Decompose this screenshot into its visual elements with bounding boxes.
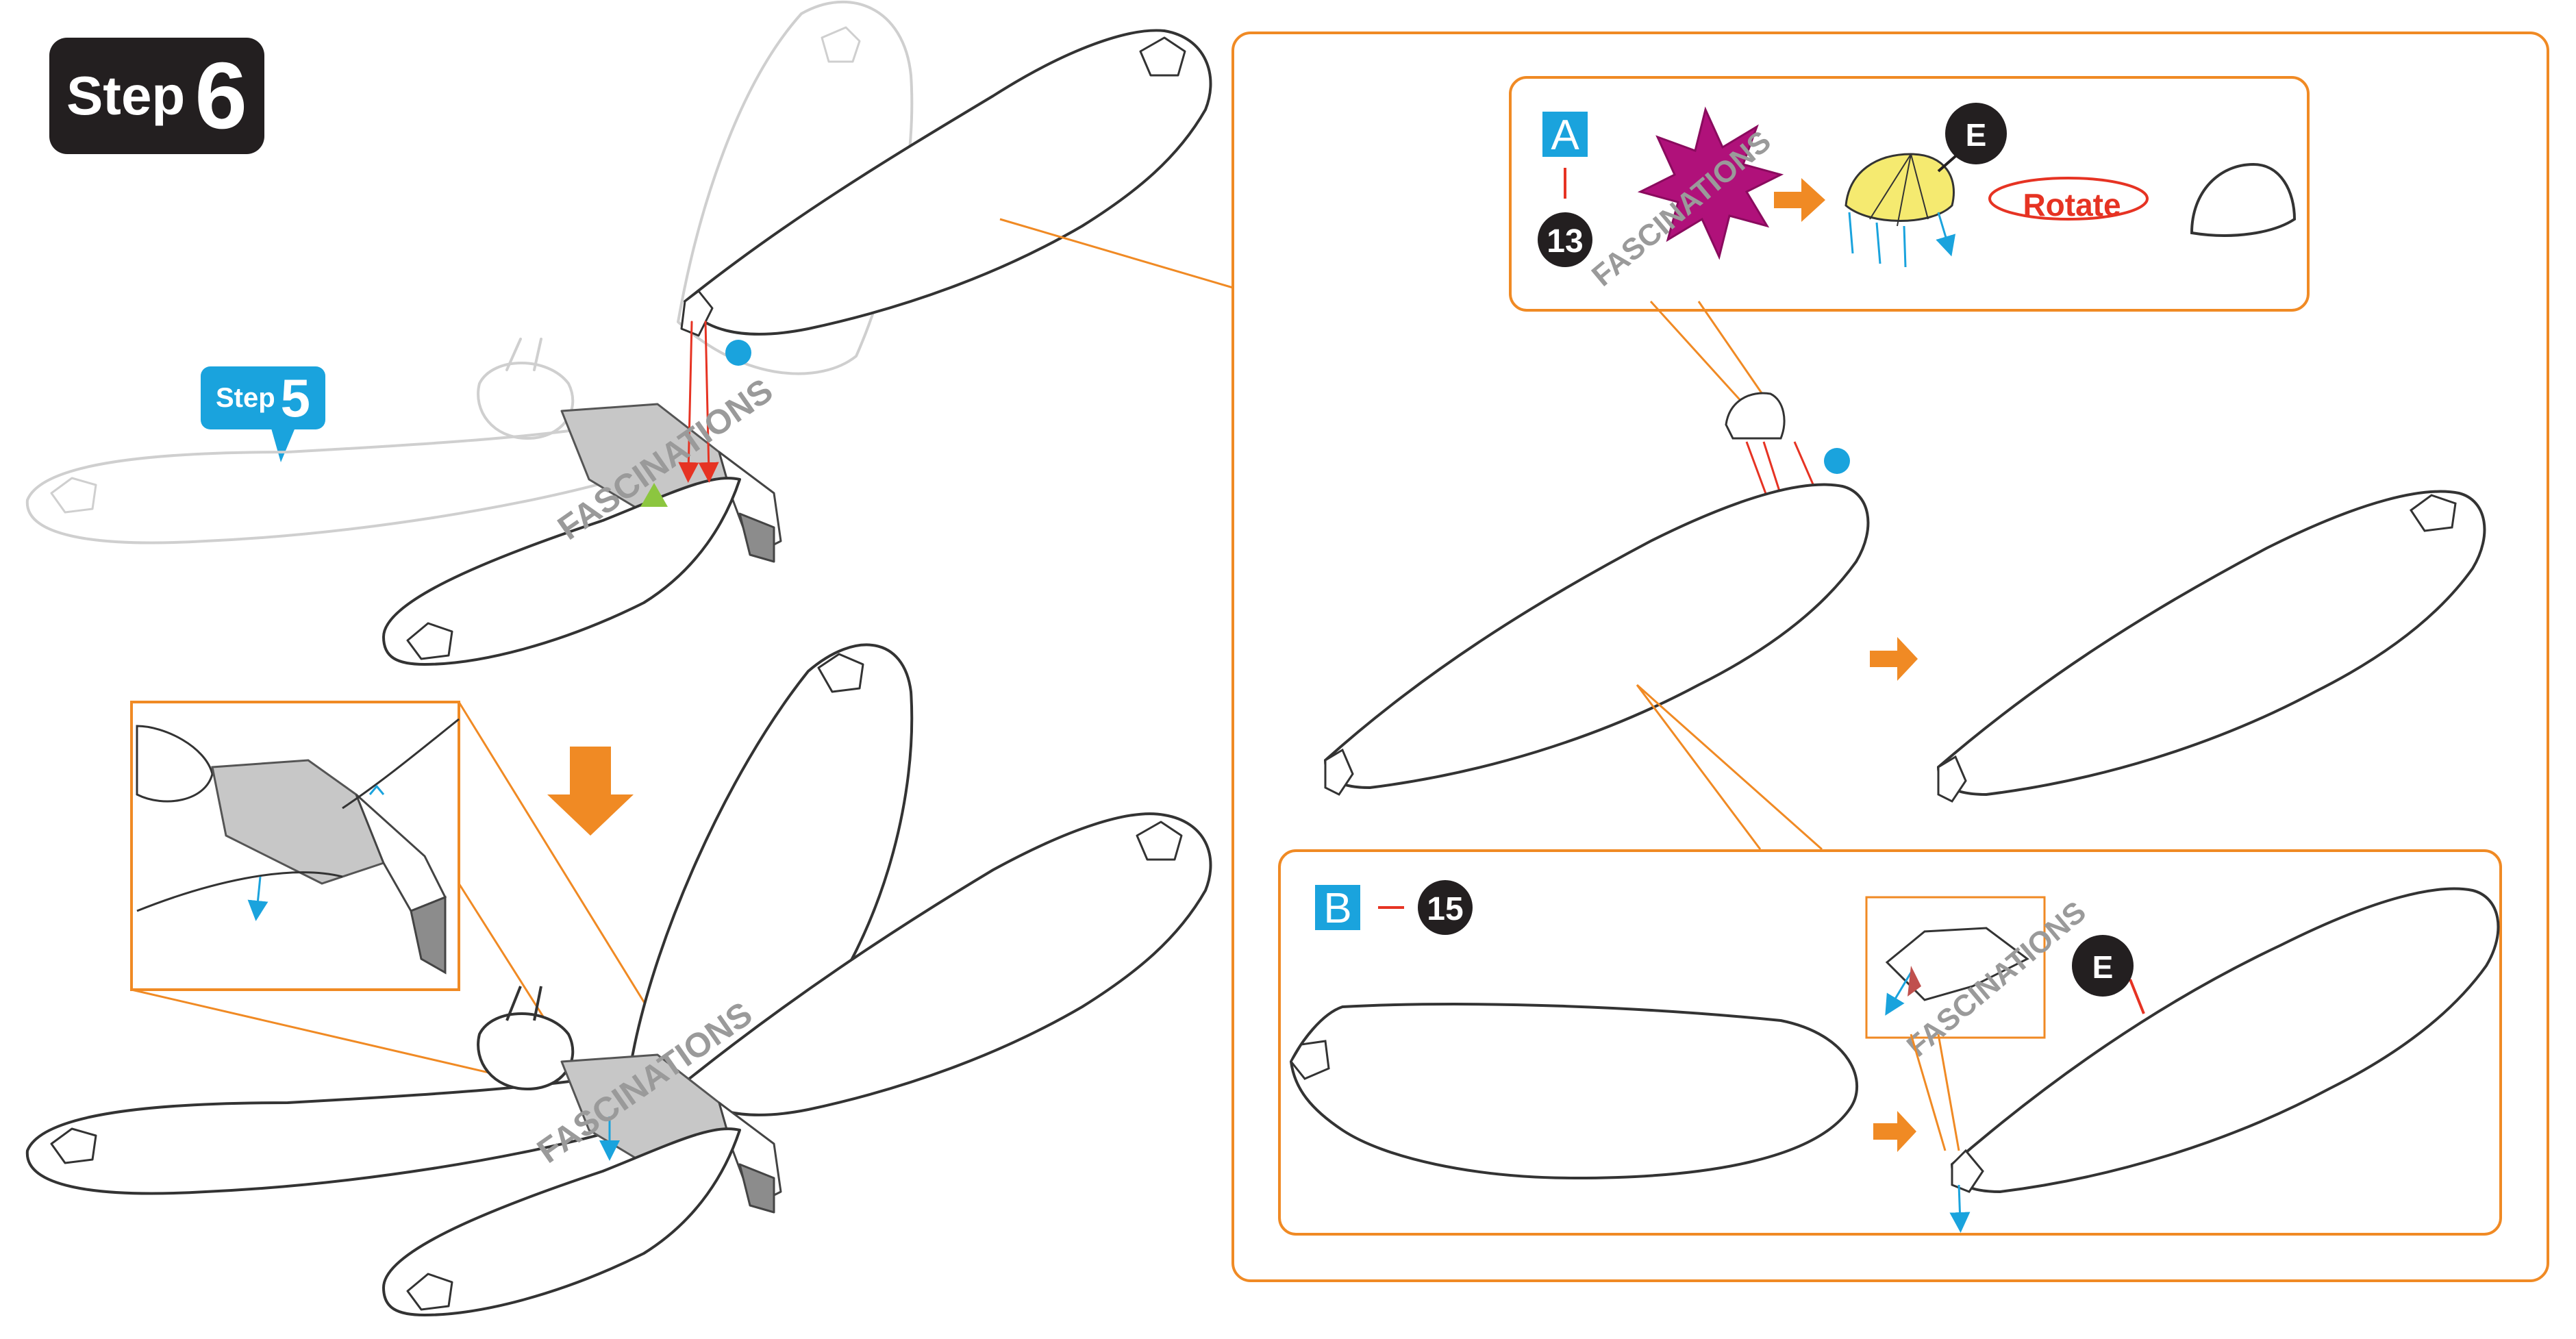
dome-part (1845, 153, 1955, 222)
right-forewing-after (684, 812, 1212, 1116)
faded-head (477, 362, 575, 440)
inset-fold-arrow (1885, 972, 1912, 1016)
dome-fold-arrows (1848, 212, 1949, 268)
step-number: 6 (195, 43, 248, 149)
next-step-arrow (547, 747, 634, 836)
assembled-wing-tab (1951, 1149, 1984, 1193)
lower-hindwing (382, 477, 741, 666)
panel-b-part-circle (1418, 880, 1473, 935)
tail-flap-after (738, 1163, 775, 1214)
assembled-wing-arrow (1949, 1184, 1971, 1233)
wing-tab-right (1937, 755, 1967, 803)
insert-arrow (698, 321, 719, 483)
panel-a-letter-box (1542, 112, 1588, 157)
head (477, 1012, 575, 1090)
antennae (505, 986, 542, 1021)
zoom-inset (130, 701, 686, 1097)
tool-e-label: E (1966, 117, 1987, 153)
panel-b-inset-leaders (1910, 1034, 1960, 1151)
panel-b-part-number: 15 (1427, 891, 1463, 927)
assembled-wing (1950, 887, 2500, 1194)
left-hindwing-eyespot (50, 1127, 97, 1164)
panel-b-arrow (1873, 1111, 1916, 1152)
faded-forewing (677, 0, 914, 375)
step-badge: Step 6 (49, 38, 264, 154)
wing-middle-right (1936, 490, 2486, 797)
wing-dome (1725, 392, 1786, 440)
dome-ribs (1869, 153, 1929, 227)
faded-wing-eyespot (821, 26, 861, 63)
panel-a-part-number: 13 (1547, 223, 1583, 260)
wing-middle-left (1323, 483, 1870, 790)
green-triangle-marker (640, 483, 668, 507)
left-hindwing (25, 1077, 618, 1195)
flat-wing-tab (1290, 1040, 1330, 1080)
faded-antennae (505, 338, 542, 371)
assembly-before: FASCINATIONS (25, 0, 1212, 666)
panel-b-letter-box (1315, 885, 1360, 930)
detail-leader-lines (999, 218, 1234, 349)
blue-dot (1824, 448, 1850, 474)
arrow-right-middle (1870, 637, 1918, 681)
faded-hindwing (25, 427, 618, 545)
finished-dome (2190, 162, 2297, 237)
right-forewing (684, 29, 1212, 336)
faded-eyespot (50, 477, 97, 514)
tool-e-label-b: E (2092, 949, 2114, 985)
panel-a-part-circle (1538, 212, 1592, 267)
right-forewing-eyespot (1136, 821, 1183, 861)
wing-tab-left (1324, 748, 1354, 796)
lower-hindwing-eyespot (406, 622, 453, 660)
detail-panel (1231, 32, 2549, 1282)
step5-word: Step (215, 382, 275, 413)
star-part (1637, 106, 1784, 260)
arrow-right (1774, 178, 1825, 222)
rotate-ellipse (1988, 177, 2149, 221)
forewing-eyespot (1139, 36, 1186, 77)
step5-number: 5 (280, 368, 311, 428)
inset-wing-edge (342, 718, 460, 810)
step5-callout-tail (271, 426, 296, 462)
step-word: Step (66, 65, 186, 126)
tool-e-pointer-b (2129, 979, 2145, 1014)
lower-hindwing-after-eyespot (406, 1273, 453, 1311)
wing-middle-right-eyespot (2409, 494, 2457, 532)
inset-fold-mark (1908, 966, 1921, 997)
tail-flap (738, 512, 775, 563)
inset-blue-arrow (247, 876, 268, 921)
tool-e-circle (1945, 103, 2007, 164)
inset-wing-edge (136, 871, 343, 912)
inset-flap (410, 895, 447, 975)
panel-b-leader-lines (1636, 684, 1823, 851)
step5-badge: Step 5 (201, 366, 325, 429)
assembly-after: FASCINATIONS (25, 643, 1212, 1316)
panel-a-letter: A (1551, 112, 1579, 159)
rotate-label: Rotate (2023, 187, 2121, 223)
inset-blue-tab (368, 784, 385, 795)
inset-head (136, 725, 214, 803)
lower-hindwing-after (382, 1127, 741, 1316)
upper-forewing-eyespot (817, 653, 864, 693)
insert-arrow (678, 321, 699, 483)
tool-e-circle-b (2072, 935, 2134, 997)
panel-b-letter: B (1323, 885, 1351, 932)
inset-fold (1885, 927, 2029, 1001)
flat-wing (1289, 1003, 1859, 1180)
blue-dot-marker (725, 340, 751, 366)
